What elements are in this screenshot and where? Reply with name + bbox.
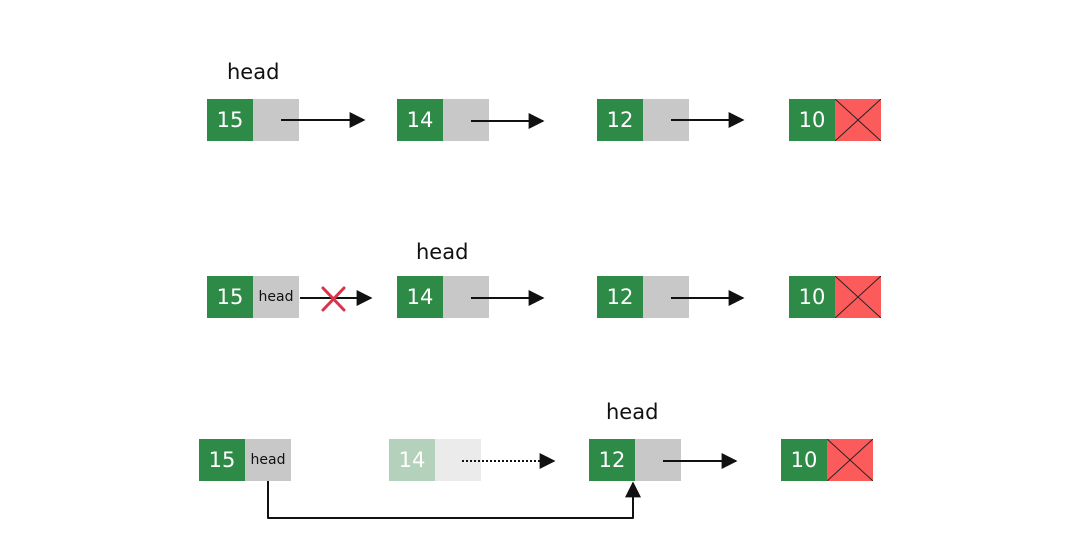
null-cross-icon — [827, 439, 873, 481]
node-value: 10 — [781, 439, 827, 481]
node-value: 14 — [389, 439, 435, 481]
node-value: 15 — [199, 439, 245, 481]
node-value: 10 — [789, 99, 835, 141]
node-value: 12 — [597, 99, 643, 141]
node-pointer — [435, 439, 481, 481]
node-value: 15 — [207, 99, 253, 141]
null-pointer — [835, 276, 881, 318]
row1-head-label: head — [227, 60, 280, 84]
node-value: 10 — [789, 276, 835, 318]
node-value: 15 — [207, 276, 253, 318]
node-value: 12 — [597, 276, 643, 318]
row3-bypass-arrow-15-12 — [267, 481, 641, 519]
row3-head-label: head — [606, 400, 659, 424]
node-value: 14 — [397, 99, 443, 141]
node-value: 12 — [589, 439, 635, 481]
node-pointer-label: head — [245, 439, 291, 481]
broken-link-cross-icon — [321, 286, 346, 312]
node-pointer-label: head — [253, 276, 299, 318]
null-cross-icon — [835, 99, 881, 141]
row2-head-label: head — [416, 240, 469, 264]
null-cross-icon — [835, 276, 881, 318]
null-pointer — [835, 99, 881, 141]
null-pointer — [827, 439, 873, 481]
node-value: 14 — [397, 276, 443, 318]
